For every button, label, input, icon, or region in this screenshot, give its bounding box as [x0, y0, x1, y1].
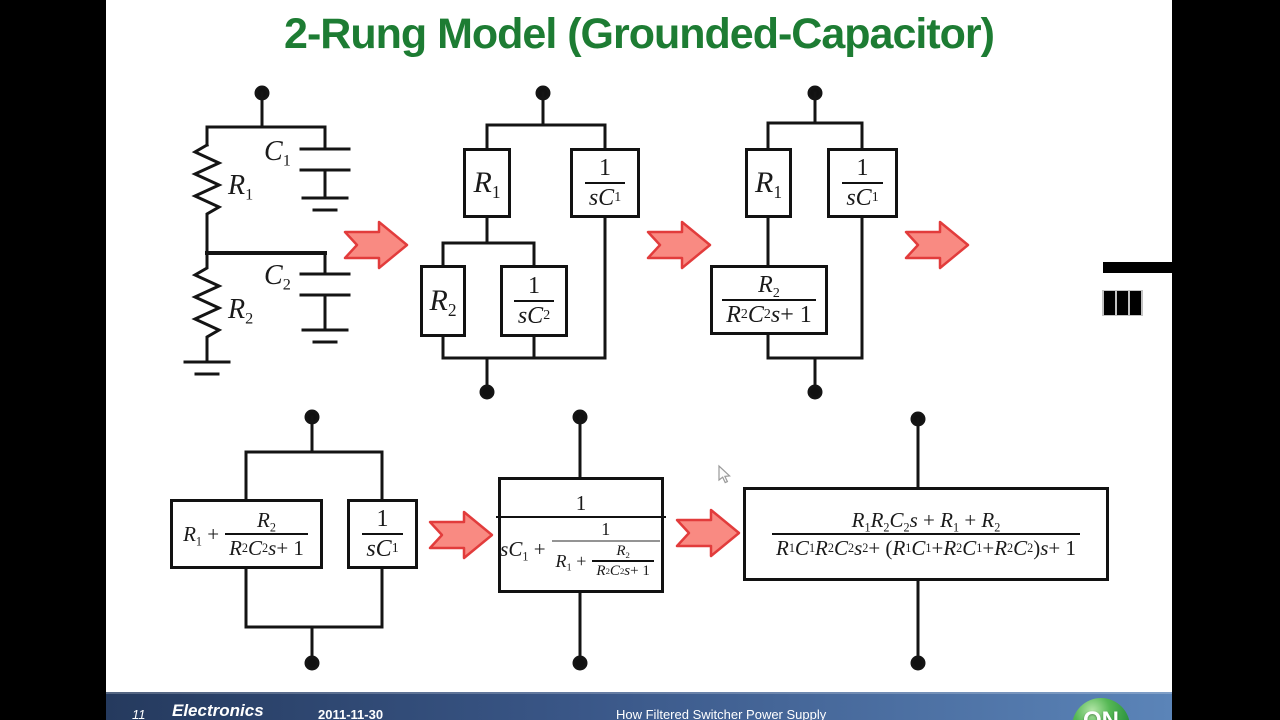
- wire: [205, 91, 327, 147]
- capacitor-c1-symbol: [299, 125, 351, 200]
- step5-wiring: [572, 409, 588, 671]
- wire: [766, 91, 864, 392]
- arrow-right-icon: [675, 508, 741, 558]
- artifact-bar: [1104, 291, 1115, 315]
- step6-wiring: [910, 411, 926, 671]
- capacitor-c2-symbol: [299, 251, 351, 332]
- footer-doc-title: How Filtered Switcher Power Supply: [616, 707, 827, 720]
- artifact-bar: [1103, 262, 1174, 273]
- artifact-bar: [1130, 291, 1141, 315]
- page-number: 11: [132, 707, 146, 720]
- arrow-right-icon: [904, 220, 970, 270]
- wire: [441, 91, 607, 392]
- ground-icon: [301, 328, 349, 344]
- label-c1: C1: [264, 136, 291, 170]
- terminal-dot: [304, 655, 320, 671]
- letterbox-right: [1172, 0, 1280, 720]
- box-label: R1: [473, 166, 501, 203]
- terminal-dot: [807, 384, 823, 400]
- brand-label: Electronics: [172, 701, 264, 720]
- resistor-r2-zigzag: [191, 251, 223, 364]
- slide-title: 2-Rung Model (Grounded-Capacitor): [284, 10, 995, 58]
- ladder-circuit: [183, 85, 351, 376]
- impedance-box-r2: R2: [420, 265, 466, 337]
- step4-wiring: [244, 409, 384, 671]
- arrow-right-icon: [343, 220, 409, 270]
- step2-wiring: [441, 85, 607, 400]
- logo-text: ON: [1083, 707, 1119, 720]
- box-label: R2: [429, 284, 457, 321]
- box-label: R1: [754, 166, 783, 203]
- terminal-dot: [572, 655, 588, 671]
- label-r2: R2: [228, 294, 254, 328]
- resistor-r1-zigzag: [191, 142, 223, 255]
- artifact-bar: [1117, 291, 1128, 315]
- transform-arrows: [343, 220, 970, 560]
- label-c2: C2: [264, 260, 291, 294]
- label-r1: R1: [228, 170, 254, 204]
- letterbox-left: [0, 0, 106, 720]
- footer-bar: 11 Electronics 2011-11-30 How Filtered S…: [106, 692, 1172, 720]
- impedance-box-r1: R1: [745, 148, 792, 218]
- on-semiconductor-logo: ON: [1072, 698, 1130, 720]
- ground-icon: [183, 360, 231, 376]
- wire: [244, 415, 384, 663]
- arrow-right-icon: [428, 510, 494, 560]
- terminal-dot: [479, 384, 495, 400]
- step3-wiring: [766, 85, 864, 400]
- mouse-cursor-icon: [718, 464, 731, 484]
- impedance-box-r1: R1: [463, 148, 511, 218]
- ground-icon: [301, 196, 349, 212]
- box-label: R1 +: [555, 550, 587, 574]
- box-label: sC1 +: [500, 536, 546, 563]
- terminal-dot: [910, 655, 926, 671]
- arrow-right-icon: [646, 220, 712, 270]
- player-artifacts: [1102, 262, 1174, 316]
- box-label: R1 +: [183, 521, 220, 548]
- footer-date: 2011-11-30: [318, 707, 384, 720]
